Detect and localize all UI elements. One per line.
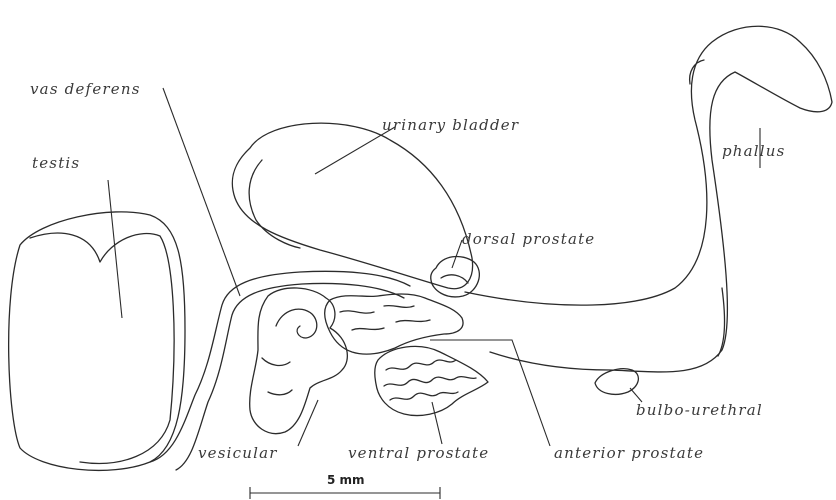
scale-bar: 5 mm bbox=[250, 473, 440, 499]
label-vas-deferens: vas deferens bbox=[30, 80, 141, 98]
label-vesicular: vesicular bbox=[198, 444, 278, 462]
vas-deferens-tube bbox=[150, 271, 410, 470]
label-phallus: phallus bbox=[722, 142, 786, 160]
label-testis: testis bbox=[32, 154, 80, 172]
urinary-bladder-organ bbox=[232, 123, 472, 289]
label-bulbo-urethral: bulbo-urethral bbox=[636, 401, 763, 419]
label-ventral-prostate: ventral prostate bbox=[348, 444, 489, 462]
testis-organ bbox=[9, 212, 185, 471]
ventral-prostate-organ bbox=[375, 346, 488, 415]
leader-lines bbox=[108, 88, 760, 446]
label-dorsal-prostate: dorsal prostate bbox=[462, 230, 595, 248]
scale-bar-label: 5 mm bbox=[327, 473, 365, 487]
label-anterior-prostate: anterior prostate bbox=[554, 444, 704, 462]
label-urinary-bladder: urinary bladder bbox=[382, 116, 519, 134]
phallus-organ bbox=[465, 26, 832, 372]
vesicular-organ bbox=[250, 288, 348, 434]
